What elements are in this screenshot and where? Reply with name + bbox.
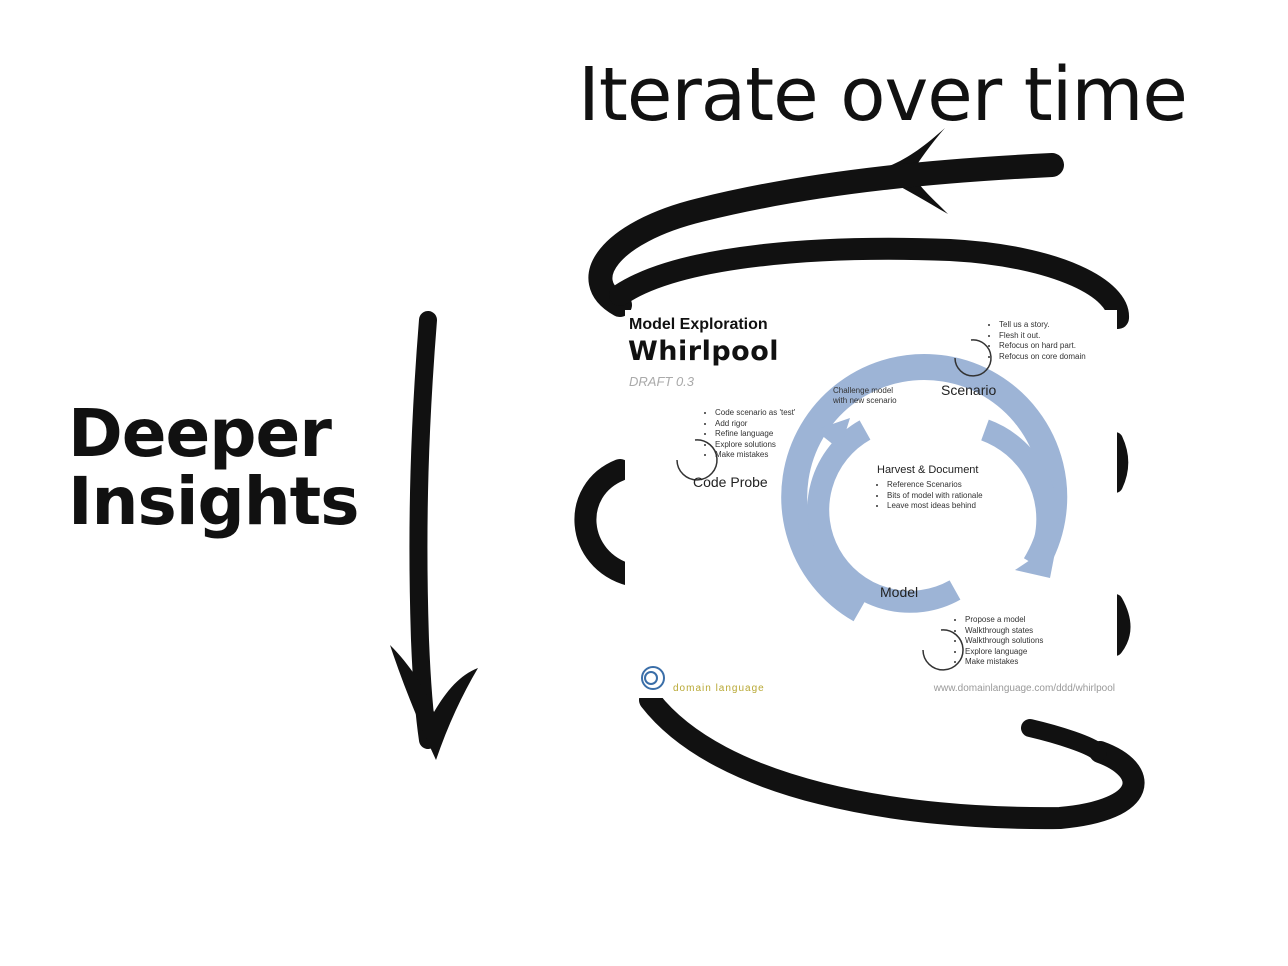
logo-mark xyxy=(641,666,665,690)
card-draft: DRAFT 0.3 xyxy=(629,374,695,389)
list-item: Bits of model with rationale xyxy=(887,491,983,502)
cycle-arrow-inner xyxy=(815,418,850,450)
list-item: Walkthrough solutions xyxy=(965,636,1043,647)
codeprobe-loop-icon xyxy=(676,439,718,481)
harvest-bullets: Reference Scenarios Bits of model with r… xyxy=(875,480,983,512)
list-item: Code scenario as 'test' xyxy=(715,408,795,419)
side-label-line2: Insights xyxy=(68,463,360,540)
logo-text: domain language xyxy=(673,683,765,694)
list-item: Explore solutions xyxy=(715,440,795,451)
card-subtitle: Model Exploration xyxy=(629,316,768,333)
list-item: Reference Scenarios xyxy=(887,480,983,491)
cycle-graphic xyxy=(641,339,1068,690)
list-item: Flesh it out. xyxy=(999,331,1086,342)
down-arrow-head xyxy=(390,645,478,760)
harvest-label: Harvest & Document xyxy=(877,464,979,476)
cycle-arc-outer xyxy=(781,353,1068,622)
model-label: Model xyxy=(880,584,919,600)
list-item: Add rigor xyxy=(715,419,795,430)
codeprobe-bullets: Code scenario as 'test' Add rigor Refine… xyxy=(703,408,795,461)
list-item: Refocus on hard part. xyxy=(999,341,1086,352)
cycle-arc-right xyxy=(980,419,1059,543)
card-url: www.domainlanguage.com/ddd/whirlpool xyxy=(933,683,1115,694)
side-label: Deeper Insights xyxy=(68,395,360,540)
down-arrow-shaft xyxy=(409,311,437,749)
list-item: Tell us a story. xyxy=(999,320,1086,331)
model-loop-icon xyxy=(922,629,964,671)
scenario-label: Scenario xyxy=(941,382,997,398)
challenge-label: Challenge model with new scenario xyxy=(833,386,897,405)
cycle-arc-inner xyxy=(807,420,961,613)
list-item: Walkthrough states xyxy=(965,626,1043,637)
list-item: Refocus on core domain xyxy=(999,352,1086,363)
list-item: Explore language xyxy=(965,647,1043,658)
codeprobe-label: Code Probe xyxy=(693,474,768,490)
loop-icons xyxy=(676,339,992,671)
list-item: Propose a model xyxy=(965,615,1043,626)
whirlpool-card: Model Exploration Whirlpool DRAFT 0.3 Te… xyxy=(625,310,1117,698)
challenge-line1: Challenge model xyxy=(833,386,894,395)
spiral-stroke xyxy=(574,153,1145,830)
list-item: Make mistakes xyxy=(715,450,795,461)
list-item: Leave most ideas behind xyxy=(887,501,983,512)
title: Iterate over time xyxy=(578,52,1188,138)
side-label-line1: Deeper xyxy=(68,395,332,472)
model-bullets: Propose a model Walkthrough states Walkt… xyxy=(953,615,1043,668)
card-title: Whirlpool xyxy=(628,336,780,367)
scenario-bullets: Tell us a story. Flesh it out. Refocus o… xyxy=(987,320,1086,362)
cycle-arrow-outer xyxy=(1015,542,1057,578)
challenge-line2: with new scenario xyxy=(833,395,897,405)
list-item: Make mistakes xyxy=(965,657,1043,668)
scenario-loop-icon xyxy=(954,339,992,377)
list-item: Refine language xyxy=(715,429,795,440)
